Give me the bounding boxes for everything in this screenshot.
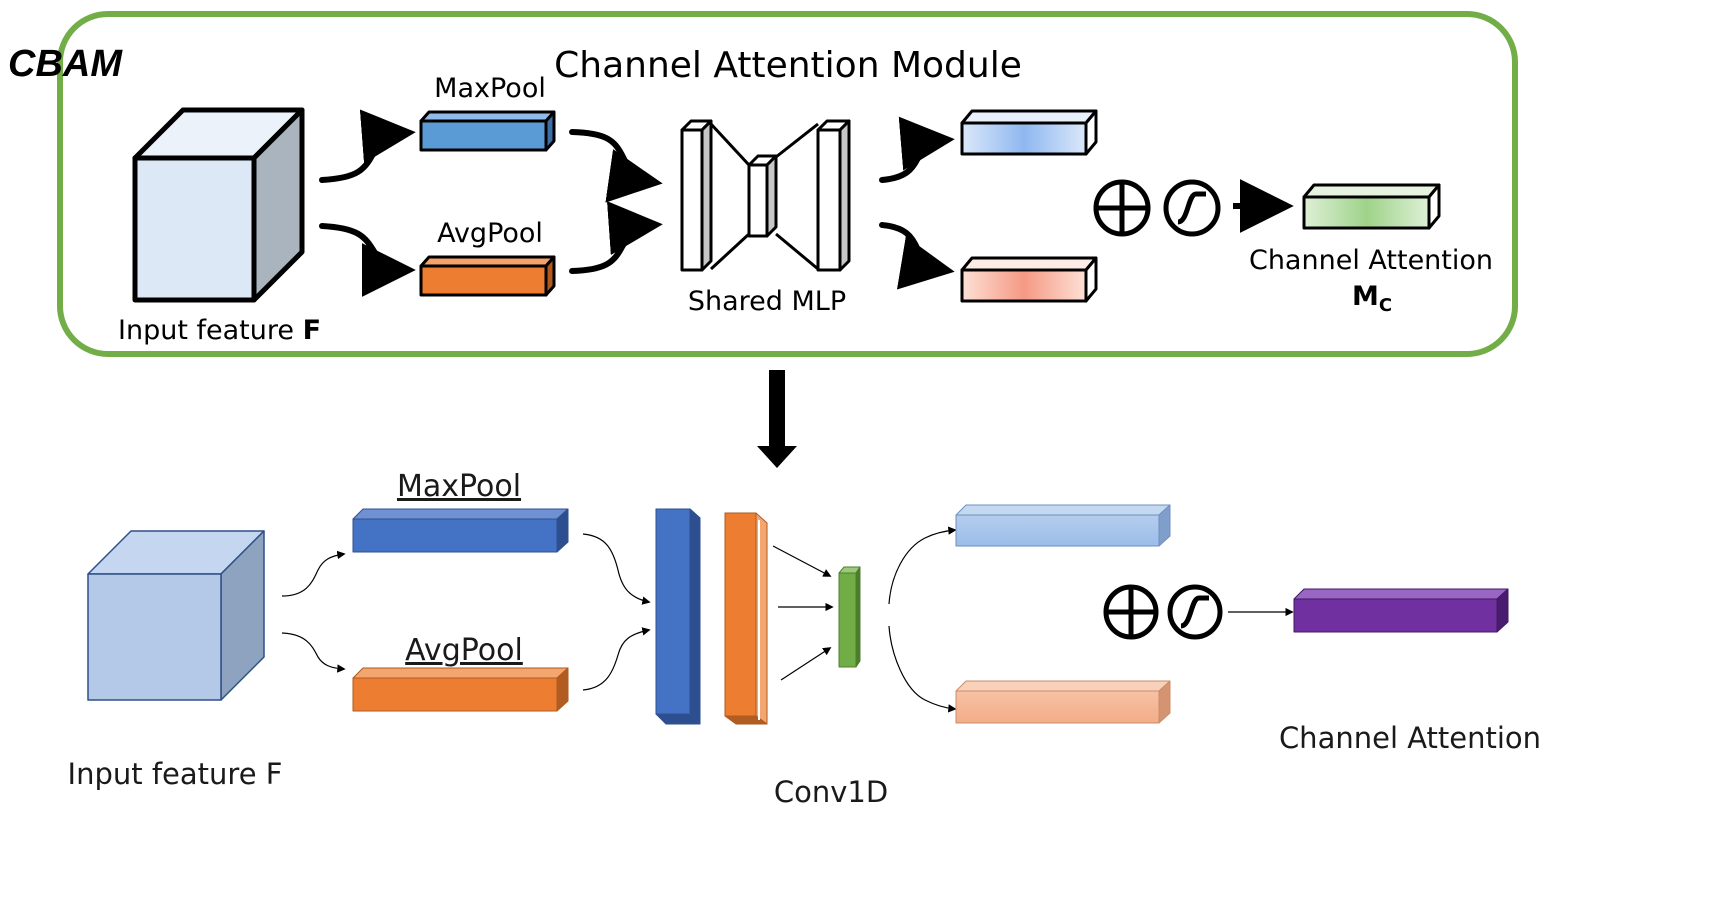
conv1d-label: Conv1D [774, 775, 888, 809]
arrow-mlp-to-lower [879, 222, 955, 290]
arrow-input-to-maxpool-bottom [281, 550, 346, 597]
arrow-mlp-to-upper [879, 116, 955, 183]
channel-attention-symbol-top: MC [1352, 281, 1392, 316]
stacked-maxpool-vector [655, 508, 701, 725]
arrow-conv-to-upper [888, 526, 957, 605]
input-feature-label: Input feature F [118, 315, 321, 346]
avgpool-label-bottom: AvgPool [405, 633, 523, 668]
conv-output-upper [955, 504, 1171, 547]
arrow-input-to-avgpool-bottom [281, 632, 346, 673]
cbam-badge: CBAM [8, 43, 123, 85]
arrow-avgpool-to-stack [582, 627, 651, 691]
mlp-output-upper-top [960, 109, 1098, 156]
sigmoid-icon-top [1163, 179, 1221, 237]
flow-arrows-bottom [281, 526, 1294, 713]
shared-mlp [680, 119, 851, 272]
cbam-frame [57, 11, 1518, 357]
channel-attention-output-bottom [1293, 588, 1509, 633]
input-feature-cube [132, 107, 305, 303]
avgpool-bar-bottom [352, 667, 569, 712]
transition-arrow [757, 370, 797, 468]
arrow-maxpool-to-stack [582, 533, 651, 605]
conv-output-lower [955, 680, 1171, 724]
arrow-conv-to-lower [888, 625, 957, 713]
maxpool-bar-top [419, 110, 556, 152]
flow-arrows-top [319, 109, 955, 297]
maxpool-label-top: MaxPool [434, 73, 546, 104]
input-feature-cube-bottom [87, 530, 265, 701]
channel-attention-label-bottom: Channel Attention [1279, 721, 1541, 755]
sum-icon-bottom [1103, 584, 1159, 640]
mlp-output-lower-top [960, 256, 1098, 303]
avgpool-bar-top [419, 255, 556, 297]
sum-icon-top [1093, 179, 1151, 237]
maxpool-label-bottom: MaxPool [397, 469, 521, 504]
module-title: Channel Attention Module [554, 45, 1022, 86]
maxpool-bar-bottom [352, 508, 569, 553]
arrow-maxpool-to-mlp [569, 129, 663, 203]
avgpool-label-top: AvgPool [437, 218, 543, 249]
conv1d-output [838, 566, 861, 668]
arrow-stack-to-conv-1 [772, 545, 832, 577]
channel-attention-output-top [1302, 183, 1441, 230]
arrow-input-to-maxpool [319, 109, 416, 183]
arrow-stack-to-conv-3 [780, 647, 832, 681]
shared-mlp-label: Shared MLP [688, 286, 846, 317]
channel-attention-label-top: Channel Attention [1249, 245, 1493, 276]
input-feature-label-bottom: Input feature F [68, 757, 283, 791]
stacked-avgpool-vector [724, 512, 768, 725]
sigmoid-icon-bottom [1167, 584, 1223, 640]
arrow-input-to-avgpool [319, 223, 416, 297]
arrow-avgpool-to-mlp [569, 201, 663, 274]
